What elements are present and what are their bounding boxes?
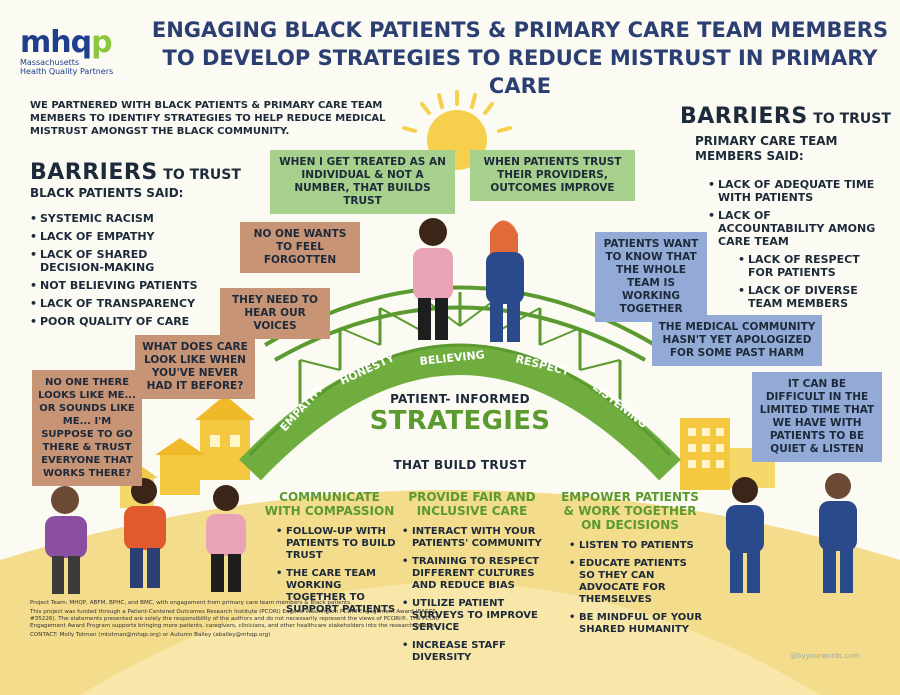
team-barriers-heading: BARRIERS TO TRUST: [680, 104, 891, 129]
illustrator-credit: @byyourwords.com: [790, 652, 860, 660]
logo-line2: Health Quality Partners: [20, 67, 114, 76]
footer-contact: CONTACT: Molly Totman (mtotman@mhqp.org)…: [30, 632, 271, 638]
mhqp-logo: mhqp Massachusetts Health Quality Partne…: [20, 25, 150, 77]
quote-bubble-blue-1: PATIENTS WANT TO KNOW THAT THE WHOLE TEA…: [595, 232, 707, 322]
list-item: NOT BELIEVING PATIENTS: [30, 279, 210, 292]
patients-heading-big: BARRIERS: [30, 160, 158, 185]
quote-bubble-brown-1: NO ONE WANTS TO FEEL FORGOTTEN: [240, 222, 360, 273]
provider-right-2: [819, 473, 857, 593]
list-item: POOR QUALITY OF CARE: [30, 315, 210, 328]
column-list: INTERACT WITH YOUR PATIENTS' COMMUNITY T…: [402, 526, 542, 664]
provider-figure: [486, 220, 524, 342]
person-left-1: [45, 486, 87, 594]
list-item: FOLLOW-UP WITH PATIENTS TO BUILD TRUST: [276, 526, 397, 562]
list-item: LACK OF ACCOUNTABILITY AMONG CARE TEAM: [708, 209, 878, 248]
column-list: LISTEN TO PATIENTS EDUCATE PATIENTS SO T…: [555, 540, 705, 636]
strategies-bottom: THAT BUILD TRUST: [393, 458, 527, 472]
patients-barriers-list: SYSTEMIC RACISM LACK OF EMPATHY LACK OF …: [30, 212, 210, 333]
team-barriers-list: LACK OF ADEQUATE TIME WITH PATIENTS LACK…: [708, 178, 878, 315]
list-item: INCREASE STAFF DIVERSITY: [402, 640, 542, 664]
list-item: LISTEN TO PATIENTS: [569, 540, 705, 552]
quote-bubble-blue-2: THE MEDICAL COMMUNITY HASN'T YET APOLOGI…: [652, 315, 822, 366]
list-item: INTERACT WITH YOUR PATIENTS' COMMUNITY: [402, 526, 542, 550]
strategies-header: PATIENT- INFORMED STRATEGIES: [360, 392, 560, 436]
strategies-main: STRATEGIES: [369, 406, 551, 436]
list-item: UTILIZE PATIENT SURVEYS TO IMPROVE SERVI…: [402, 598, 542, 634]
patient-figure: [413, 218, 453, 340]
list-item: EDUCATE PATIENTS SO THEY CAN ADVOCATE FO…: [569, 558, 705, 606]
logo-line1: Massachusetts: [20, 58, 80, 67]
patients-subheading: BLACK PATIENTS SAID:: [30, 186, 184, 200]
column-heading: COMMUNICATE WITH COMPASSION: [264, 490, 395, 518]
quote-bubble-brown-3: WHAT DOES CARE LOOK LIKE WHEN YOU'VE NEV…: [135, 335, 255, 399]
list-item: LACK OF TRANSPARENCY: [30, 297, 210, 310]
intro-text: WE PARTNERED WITH BLACK PATIENTS & PRIMA…: [30, 100, 386, 137]
list-item: LACK OF EMPATHY: [30, 230, 210, 243]
logo-mark: mhqp: [20, 25, 113, 60]
list-item: LACK OF SHARED DECISION-MAKING: [30, 248, 210, 274]
list-item: LACK OF RESPECT FOR PATIENTS: [738, 253, 878, 279]
hill-glow: [80, 582, 820, 695]
team-heading-small: TO TRUST: [813, 111, 891, 127]
page-title: ENGAGING BLACK PATIENTS & PRIMARY CARE T…: [150, 16, 890, 100]
strategies-top: PATIENT- INFORMED: [390, 392, 530, 406]
footer-funding: This project was funded through a Patien…: [30, 609, 440, 629]
quote-bubble-brown-2: THEY NEED TO HEAR OUR VOICES: [220, 288, 330, 339]
team-subheading: PRIMARY CARE TEAM MEMBERS SAID:: [695, 134, 838, 163]
column-heading: EMPOWER PATIENTS & WORK TOGETHER ON DECI…: [561, 490, 699, 532]
quote-bubble-green-1: WHEN I GET TREATED AS AN INDIVIDUAL & NO…: [270, 150, 455, 214]
quote-bubble-green-2: WHEN PATIENTS TRUST THEIR PROVIDERS, OUT…: [470, 150, 635, 201]
title-line1: ENGAGING BLACK PATIENTS & PRIMARY CARE T…: [151, 18, 889, 42]
strategy-column-2: PROVIDE FAIR AND INCLUSIVE CARE INTERACT…: [402, 490, 542, 670]
strategy-column-1: COMMUNICATE WITH COMPASSION FOLLOW-UP WI…: [262, 490, 397, 622]
column-heading: PROVIDE FAIR AND INCLUSIVE CARE: [408, 490, 536, 518]
list-item: TRAINING TO RESPECT DIFFERENT CULTURES A…: [402, 556, 542, 592]
team-heading-big: BARRIERS: [680, 104, 808, 129]
list-item: LACK OF DIVERSE TEAM MEMBERS: [738, 284, 878, 310]
list-item: LACK OF ADEQUATE TIME WITH PATIENTS: [708, 178, 878, 204]
title-line2: TO DEVELOP STRATEGIES TO REDUCE MISTRUST…: [162, 46, 878, 98]
quote-bubble-brown-4: NO ONE THERE LOOKS LIKE ME... OR SOUNDS …: [32, 370, 142, 486]
person-left-3: [206, 485, 246, 592]
column-list: FOLLOW-UP WITH PATIENTS TO BUILD TRUST T…: [262, 526, 397, 616]
patients-heading-small: TO TRUST: [163, 167, 241, 183]
quote-bubble-blue-3: IT CAN BE DIFFICULT IN THE LIMITED TIME …: [752, 372, 882, 462]
footer: Project Team: MHQP, ABFM, BPHC, and BMC,…: [30, 600, 440, 641]
footer-team: Project Team: MHQP, ABFM, BPHC, and BMC,…: [30, 600, 352, 606]
patients-barriers-heading: BARRIERS TO TRUST: [30, 160, 241, 185]
list-item: THE CARE TEAM WORKING TOGETHER TO SUPPOR…: [276, 568, 397, 616]
list-item: SYSTEMIC RACISM: [30, 212, 210, 225]
strategy-column-3: EMPOWER PATIENTS & WORK TOGETHER ON DECI…: [555, 490, 705, 642]
list-item: BE MINDFUL OF YOUR SHARED HUMANITY: [569, 612, 705, 636]
provider-right-1: [726, 477, 764, 593]
